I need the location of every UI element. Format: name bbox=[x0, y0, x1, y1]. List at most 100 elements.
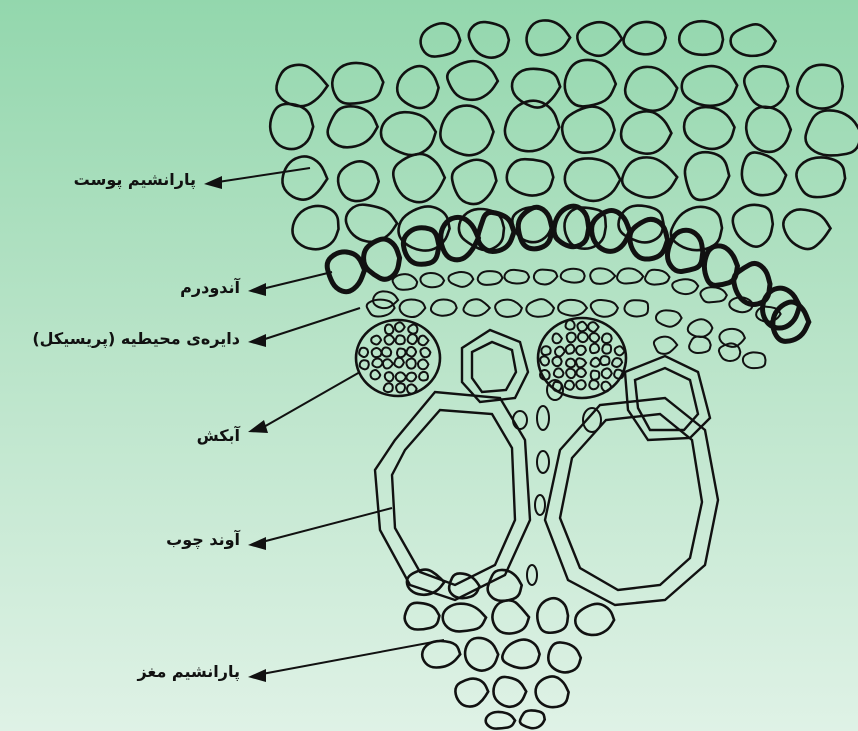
cell bbox=[384, 383, 393, 392]
cell bbox=[502, 640, 539, 669]
cell bbox=[359, 348, 368, 357]
cell bbox=[372, 348, 382, 357]
cell bbox=[540, 356, 549, 365]
cell bbox=[405, 603, 440, 630]
cell bbox=[552, 357, 561, 366]
cell bbox=[622, 157, 677, 197]
label-xylem: آوند چوب bbox=[166, 530, 240, 549]
cell bbox=[418, 359, 428, 369]
cell bbox=[381, 112, 436, 155]
cell bbox=[455, 679, 488, 707]
cell bbox=[689, 336, 711, 353]
cell bbox=[805, 110, 858, 155]
cell bbox=[600, 356, 609, 365]
cell bbox=[621, 111, 671, 153]
cell bbox=[565, 158, 621, 200]
cell bbox=[688, 319, 713, 337]
cell bbox=[338, 161, 379, 201]
cell bbox=[346, 205, 397, 242]
cell bbox=[746, 107, 791, 152]
cell bbox=[393, 154, 445, 202]
cell bbox=[492, 600, 529, 633]
cell bbox=[575, 604, 614, 635]
label-phloem: آبکش bbox=[197, 426, 240, 445]
cell bbox=[526, 299, 554, 317]
cell bbox=[396, 372, 406, 381]
cell bbox=[577, 368, 587, 377]
cell bbox=[505, 101, 559, 152]
cell bbox=[486, 712, 515, 729]
cell bbox=[394, 358, 404, 368]
cell bbox=[527, 20, 571, 55]
cell bbox=[612, 358, 622, 367]
cell bbox=[422, 641, 460, 667]
cell bbox=[742, 152, 786, 195]
cortex-parenchyma-cells bbox=[270, 20, 858, 250]
cell bbox=[395, 322, 405, 331]
cell bbox=[332, 63, 383, 104]
cell bbox=[682, 66, 737, 106]
cell bbox=[504, 270, 529, 284]
cell bbox=[590, 333, 600, 342]
cell bbox=[385, 372, 394, 381]
cell bbox=[591, 358, 601, 367]
cell bbox=[421, 23, 461, 56]
cell bbox=[567, 333, 576, 343]
cell bbox=[731, 24, 776, 56]
cell bbox=[555, 347, 565, 357]
cell bbox=[684, 107, 734, 149]
cell bbox=[397, 348, 406, 357]
cell bbox=[679, 21, 723, 55]
cell bbox=[733, 205, 773, 247]
cell bbox=[624, 22, 666, 54]
cell bbox=[383, 359, 393, 368]
cell bbox=[541, 346, 550, 355]
cell bbox=[672, 279, 698, 294]
cell bbox=[743, 352, 766, 368]
cell bbox=[419, 372, 428, 381]
cell bbox=[463, 299, 489, 316]
cell bbox=[548, 642, 581, 672]
cell bbox=[270, 104, 313, 149]
cell bbox=[443, 604, 486, 632]
label-pericycle: دایره‌ی محیطیه (پریسیکل) bbox=[32, 329, 240, 348]
cell bbox=[566, 345, 575, 354]
cell bbox=[625, 67, 677, 111]
cell bbox=[566, 359, 575, 368]
cell bbox=[448, 272, 473, 287]
label-endodermis: آندودرم bbox=[180, 278, 240, 297]
cell bbox=[615, 346, 625, 355]
cell bbox=[282, 156, 327, 199]
cell bbox=[420, 348, 430, 357]
cell bbox=[591, 300, 618, 317]
cell bbox=[700, 287, 726, 302]
cell bbox=[360, 360, 369, 369]
cell bbox=[566, 320, 575, 329]
cell bbox=[520, 710, 545, 728]
cell bbox=[534, 270, 557, 285]
cell bbox=[554, 368, 564, 377]
label-pith-parenchyma: پارانشیم مغز bbox=[137, 662, 240, 681]
cell bbox=[617, 268, 643, 283]
cell bbox=[495, 300, 522, 317]
cell bbox=[685, 152, 729, 200]
cell bbox=[645, 270, 669, 285]
cell bbox=[328, 106, 378, 147]
cell bbox=[562, 107, 614, 153]
cell bbox=[656, 310, 682, 326]
cell bbox=[561, 269, 585, 283]
cell bbox=[406, 359, 415, 369]
cell bbox=[385, 324, 394, 334]
cell bbox=[558, 300, 587, 316]
cell bbox=[406, 373, 416, 382]
cell bbox=[602, 344, 611, 353]
cell bbox=[276, 65, 327, 106]
cell bbox=[469, 22, 509, 58]
cell bbox=[364, 239, 400, 279]
cell bbox=[537, 598, 568, 633]
cell bbox=[452, 160, 496, 204]
cell bbox=[384, 335, 394, 345]
cell bbox=[396, 383, 405, 392]
cell bbox=[371, 370, 381, 379]
cell bbox=[552, 333, 561, 343]
